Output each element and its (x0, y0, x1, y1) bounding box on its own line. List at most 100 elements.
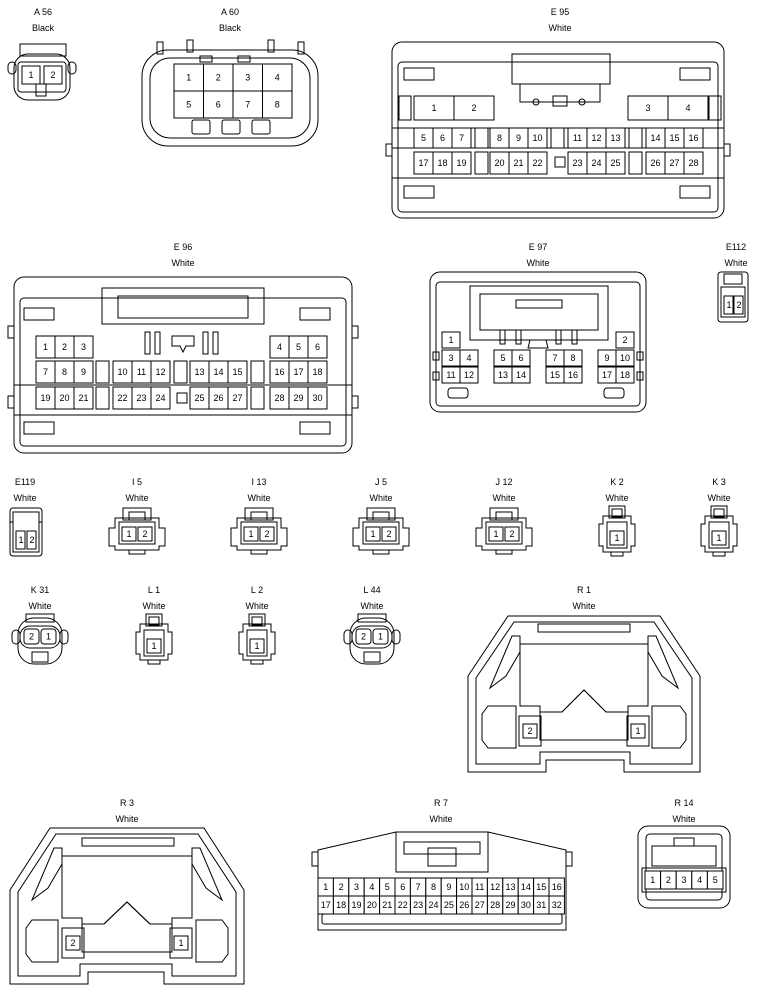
pin-cell (459, 349, 479, 367)
pin-label: 14 (213, 367, 223, 377)
pin-label: 11 (475, 882, 484, 892)
pin-label: 21 (513, 158, 523, 168)
connector-i13: I 13 White 1 2 (230, 477, 288, 555)
pin-label: 23 (572, 158, 582, 168)
connector-color: White (526, 258, 549, 268)
pin-label: 2 (622, 335, 627, 345)
connector-code: R 7 (434, 798, 448, 808)
pin-cell (511, 349, 531, 367)
pin-label: 2 (471, 103, 476, 113)
connector-color: White (125, 493, 148, 503)
connector-code: R 1 (577, 585, 591, 595)
connector-code: L 1 (148, 585, 160, 595)
pin-label: 24 (428, 900, 438, 910)
pin-label: 2 (62, 342, 67, 352)
pin-cell (527, 151, 548, 175)
pin-cell (511, 366, 531, 384)
connector-color: White (672, 814, 695, 824)
pin-label: 5 (421, 133, 426, 143)
pin-cell (605, 151, 626, 175)
pin-label: 28 (490, 900, 500, 910)
pin-label: 1 (635, 726, 640, 736)
pin-label: 19 (40, 393, 50, 403)
connector-code: R 14 (674, 798, 693, 808)
connector-color: White (707, 493, 730, 503)
pin-label: 15 (669, 133, 679, 143)
pin-label: 12 (490, 882, 500, 892)
connector-code: I 5 (132, 477, 142, 487)
pin-label: 9 (81, 367, 86, 377)
connector-color: Black (32, 23, 55, 33)
pin-cell (307, 335, 328, 359)
pin-label: 18 (437, 158, 447, 168)
pin-label: 4 (275, 73, 280, 83)
pin-cell (203, 90, 234, 119)
pin-cell (548, 895, 565, 915)
pin-label: 23 (413, 900, 423, 910)
pin-label: 2 (142, 529, 147, 539)
connector-code: L 44 (363, 585, 380, 595)
pin-label: 20 (367, 900, 377, 910)
pin-label: 2 (216, 73, 221, 83)
pin-label: 28 (274, 393, 284, 403)
pin-label: 14 (521, 882, 531, 892)
pin-label: 5 (296, 342, 301, 352)
connector-code: K 3 (712, 477, 726, 487)
connector-code: E 96 (174, 242, 193, 252)
pin-label: 1 (614, 533, 619, 543)
pin-label: 13 (610, 133, 620, 143)
pin-label: 2 (666, 875, 671, 885)
connector-code: J 12 (495, 477, 512, 487)
connector-code: K 31 (31, 585, 50, 595)
pin-label: 4 (697, 875, 702, 885)
connector-k3: K 3 White 1 (700, 477, 738, 557)
pin-label: 1 (431, 103, 436, 113)
pin-label: 11 (573, 133, 582, 143)
connector-color: White (142, 601, 165, 611)
pin-label: 19 (456, 158, 466, 168)
pin-label: 2 (339, 882, 344, 892)
pin-cell (232, 90, 263, 119)
pin-label: 1 (378, 632, 383, 642)
connector-j12: J 12 White 1 2 (475, 477, 533, 555)
connector-code: I 13 (251, 477, 266, 487)
connector-color: White (429, 814, 452, 824)
pin-cell (73, 360, 94, 384)
pin-label: 6 (400, 882, 405, 892)
connector-code: R 3 (120, 798, 134, 808)
connector-code: J 5 (375, 477, 387, 487)
pin-label: 17 (418, 158, 428, 168)
pin-label: 32 (552, 900, 562, 910)
pin-label: 19 (351, 900, 361, 910)
pin-label: 2 (527, 726, 532, 736)
pin-label: 17 (293, 367, 303, 377)
pin-label: 2 (361, 632, 366, 642)
pin-label: 21 (382, 900, 392, 910)
connector-code: E 95 (551, 7, 570, 17)
connector-l1: L 1 White 1 (135, 585, 173, 665)
pin-label: 7 (43, 367, 48, 377)
pin-label: 14 (516, 370, 526, 380)
pin-label: 28 (688, 158, 698, 168)
connector-i5: I 5 White 1 2 (108, 477, 166, 555)
pin-label: 3 (354, 882, 359, 892)
pin-label: 2 (29, 632, 34, 642)
pin-label: 10 (459, 882, 469, 892)
pin-label: 18 (620, 370, 630, 380)
pin-label: 4 (466, 353, 471, 363)
pin-label: 5 (713, 875, 718, 885)
pin-cell (73, 386, 94, 410)
pin-cell (307, 386, 328, 410)
pin-label: 13 (194, 367, 204, 377)
pin-cell (451, 151, 472, 175)
pin-label: 25 (444, 900, 454, 910)
pin-label: 1 (186, 73, 191, 83)
pin-cell (459, 366, 479, 384)
pin-label: 7 (552, 353, 557, 363)
pin-label: 16 (688, 133, 698, 143)
connector-color: White (13, 493, 36, 503)
pin-label: 27 (669, 158, 679, 168)
pin-label: 10 (117, 367, 127, 377)
